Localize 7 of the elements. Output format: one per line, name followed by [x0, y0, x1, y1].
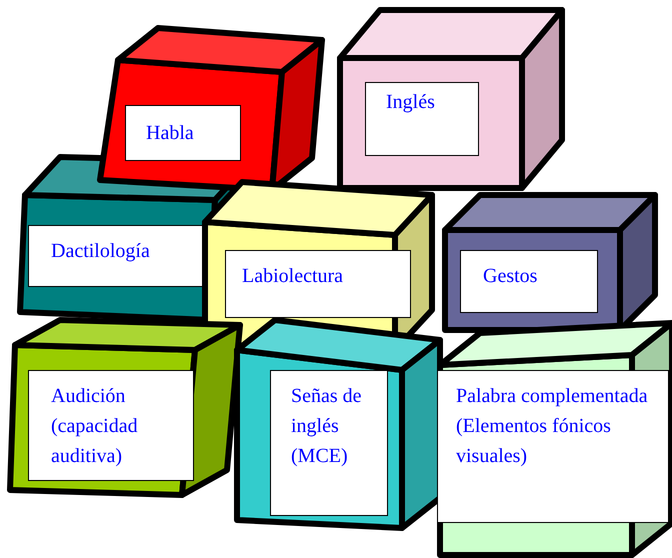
cube-label: Audición (capacidad auditiva) — [28, 370, 194, 481]
cube-label: Palabra complementada (Elementos fónicos visuales) — [437, 370, 669, 523]
cube-label: Gestos — [460, 250, 598, 313]
cube-label: Habla — [125, 105, 241, 161]
cube-label: Señas de inglés (MCE) — [270, 370, 388, 516]
cube-label: Labiolectura — [225, 250, 411, 318]
cube-label: Inglés — [365, 82, 479, 156]
